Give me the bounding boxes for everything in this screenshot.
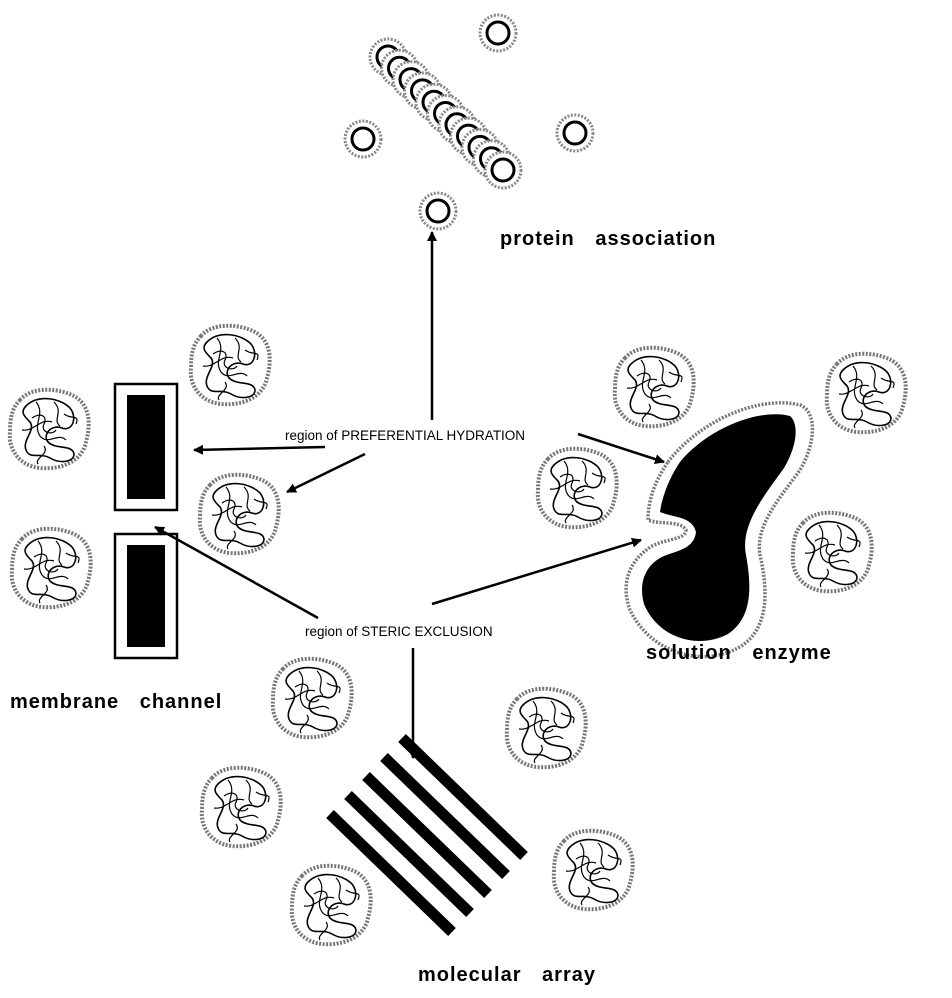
protein-stack: [370, 39, 521, 188]
small-protein-icon: [485, 152, 521, 188]
label-solution-enzyme: solution enzyme: [646, 642, 832, 665]
label-protein-association: protein association: [500, 228, 716, 251]
coil-protein-icon: [10, 390, 89, 469]
coil-protein-icon: [12, 529, 91, 608]
channel-slab-icon: [127, 395, 165, 499]
membrane-channel: [115, 384, 177, 658]
region-steric-exclusion: region of STERIC EXCLUSION: [303, 624, 495, 639]
small-protein-icon: [420, 193, 456, 229]
coil-protein-icon: [202, 768, 281, 847]
protein-association-group: [345, 15, 593, 229]
arrow-to-enzyme-exclusion: [432, 540, 641, 604]
region-preferential-hydration: region of PREFERENTIAL HYDRATION: [283, 428, 527, 443]
small-protein-icon: [345, 121, 381, 157]
arrow-to-channel-top: [194, 447, 325, 450]
small-protein-icon: [480, 15, 516, 51]
coil-protein-icon: [615, 348, 694, 427]
coil-protein-icon: [507, 689, 586, 768]
coil-protein-icon: [200, 475, 279, 554]
coil-protein-icon: [793, 513, 872, 592]
channel-slab-icon: [127, 545, 165, 647]
coil-protein-icon: [554, 831, 633, 910]
label-membrane-channel: membrane channel: [10, 691, 222, 714]
small-protein-icon: [557, 115, 593, 151]
coil-protein-icon: [273, 659, 352, 738]
enzyme-blob-icon: [626, 403, 812, 657]
label-molecular-array: molecular array: [418, 964, 596, 987]
coil-protein-icon: [538, 449, 617, 528]
coil-protein-icon: [827, 354, 906, 433]
coil-protein-icon: [292, 866, 371, 945]
coil-protein-icon: [191, 326, 270, 405]
arrow-to-coil-protein: [287, 454, 365, 492]
